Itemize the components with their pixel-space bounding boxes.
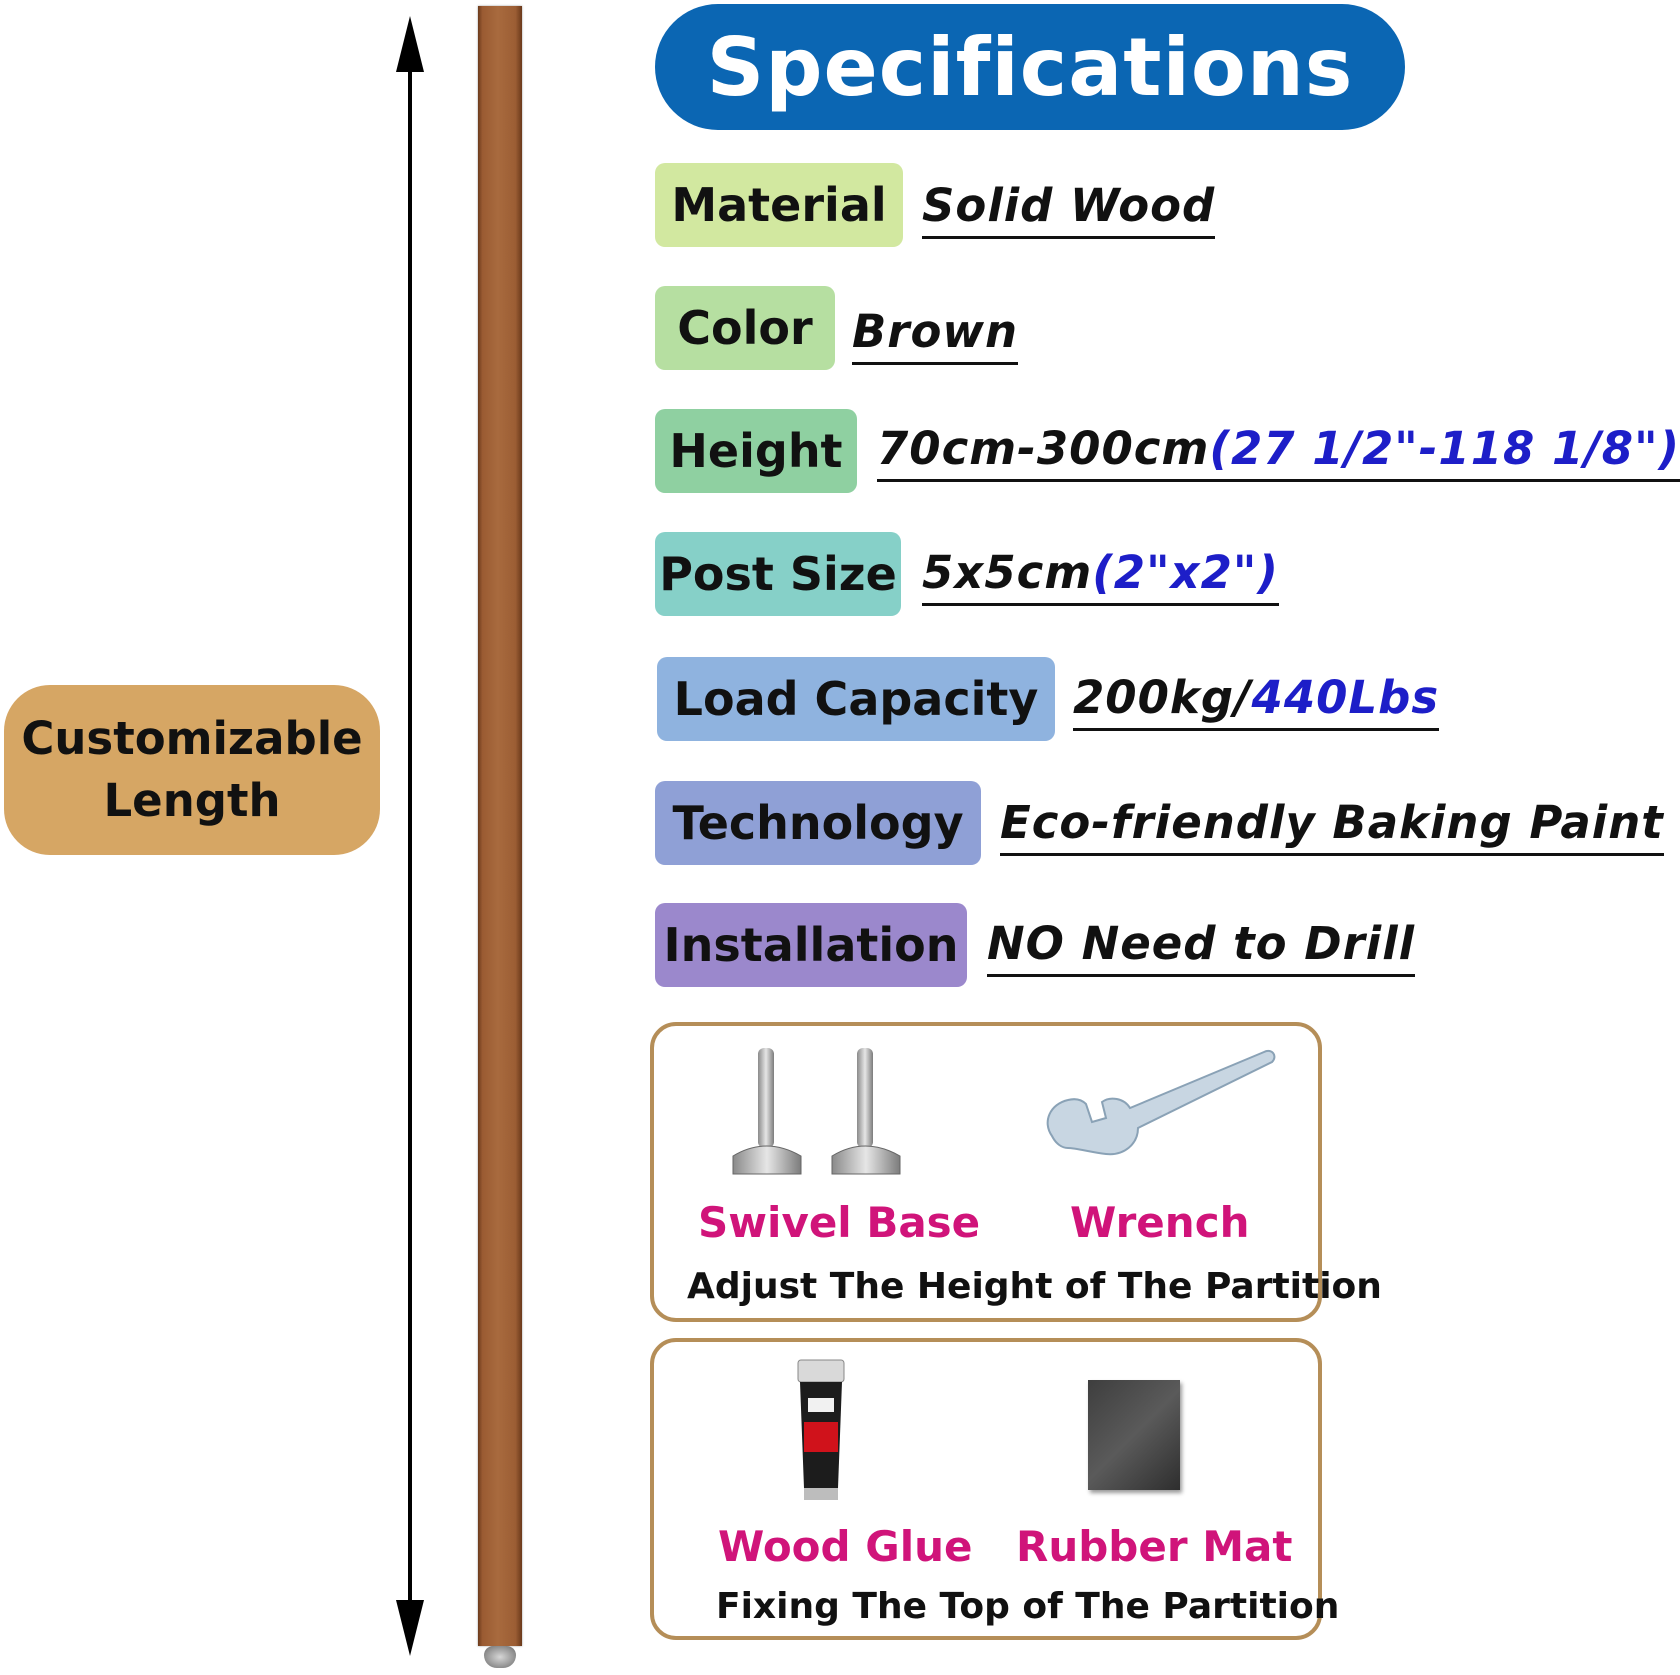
rubber-mat-label: Rubber Mat [1016, 1522, 1293, 1571]
spec-label-technology: Technology [655, 781, 981, 865]
spec-value-height-imperial: (27 1/2"-118 1/8") [1209, 422, 1680, 475]
arrow-up-icon [396, 16, 424, 72]
spec-value-load-lbs: 440Lbs [1251, 671, 1440, 724]
badge-line-1: Customizable [21, 712, 363, 765]
spec-value-post-size: 5x5cm(2"x2") [922, 543, 1279, 606]
spec-value-height-metric: 70cm-300cm [877, 422, 1210, 475]
swivel-base-icon [732, 1048, 901, 1175]
accessory-box-adjust: Swivel Base Wrench Adjust The Height of … [650, 1022, 1382, 1322]
spec-label-material: Material [655, 163, 903, 247]
spec-value-technology: Eco-friendly Baking Paint [1000, 793, 1664, 856]
spec-value-post-size-imperial: (2"x2") [1092, 546, 1279, 599]
specifications-header: Specifications [655, 4, 1405, 130]
length-arrow-line [408, 36, 412, 1636]
wooden-post-image [478, 6, 522, 1646]
spec-value-post-size-metric: 5x5cm [922, 546, 1093, 599]
spec-value-material-text: Solid Wood [922, 179, 1216, 232]
spec-value-material: Solid Wood [922, 176, 1216, 239]
swivel-base-label: Swivel Base [698, 1198, 981, 1247]
spec-value-load-capacity: 200kg/440Lbs [1073, 668, 1440, 731]
spec-value-installation-text: NO Need to Drill [987, 917, 1416, 970]
spec-value-technology-text: Eco-friendly Baking Paint [1000, 796, 1664, 849]
wrench-label: Wrench [1070, 1198, 1250, 1247]
wood-glue-label: Wood Glue [718, 1522, 973, 1571]
arrow-down-icon [396, 1600, 424, 1656]
spec-value-color: Brown [852, 302, 1019, 365]
spec-value-load-kg: 200kg/ [1073, 671, 1252, 724]
spec-label-load-capacity: Load Capacity [657, 657, 1055, 741]
spec-label-color: Color [655, 286, 835, 370]
rubber-mat-icon [1088, 1380, 1180, 1490]
post-foot-image [484, 1646, 516, 1668]
spec-label-installation: Installation [655, 903, 967, 987]
accessory-box-adjust-caption: Adjust The Height of The Partition [687, 1266, 1382, 1307]
spec-label-post-size: Post Size [655, 532, 901, 616]
spec-value-height: 70cm-300cm(27 1/2"-118 1/8") [877, 419, 1680, 482]
accessory-box-fixing-caption: Fixing The Top of The Partition [716, 1586, 1340, 1627]
spec-label-height: Height [655, 409, 857, 493]
spec-value-installation: NO Need to Drill [987, 914, 1416, 977]
badge-line-2: Length [103, 774, 281, 827]
wrench-icon [1046, 1050, 1276, 1156]
wood-glue-icon [797, 1359, 845, 1500]
customizable-length-badge: Customizable Length [4, 685, 380, 855]
page-title: Specifications [706, 20, 1354, 114]
accessory-box-fixing: Wood Glue Rubber Mat Fixing The Top of T… [650, 1338, 1339, 1640]
spec-value-color-text: Brown [852, 305, 1019, 358]
